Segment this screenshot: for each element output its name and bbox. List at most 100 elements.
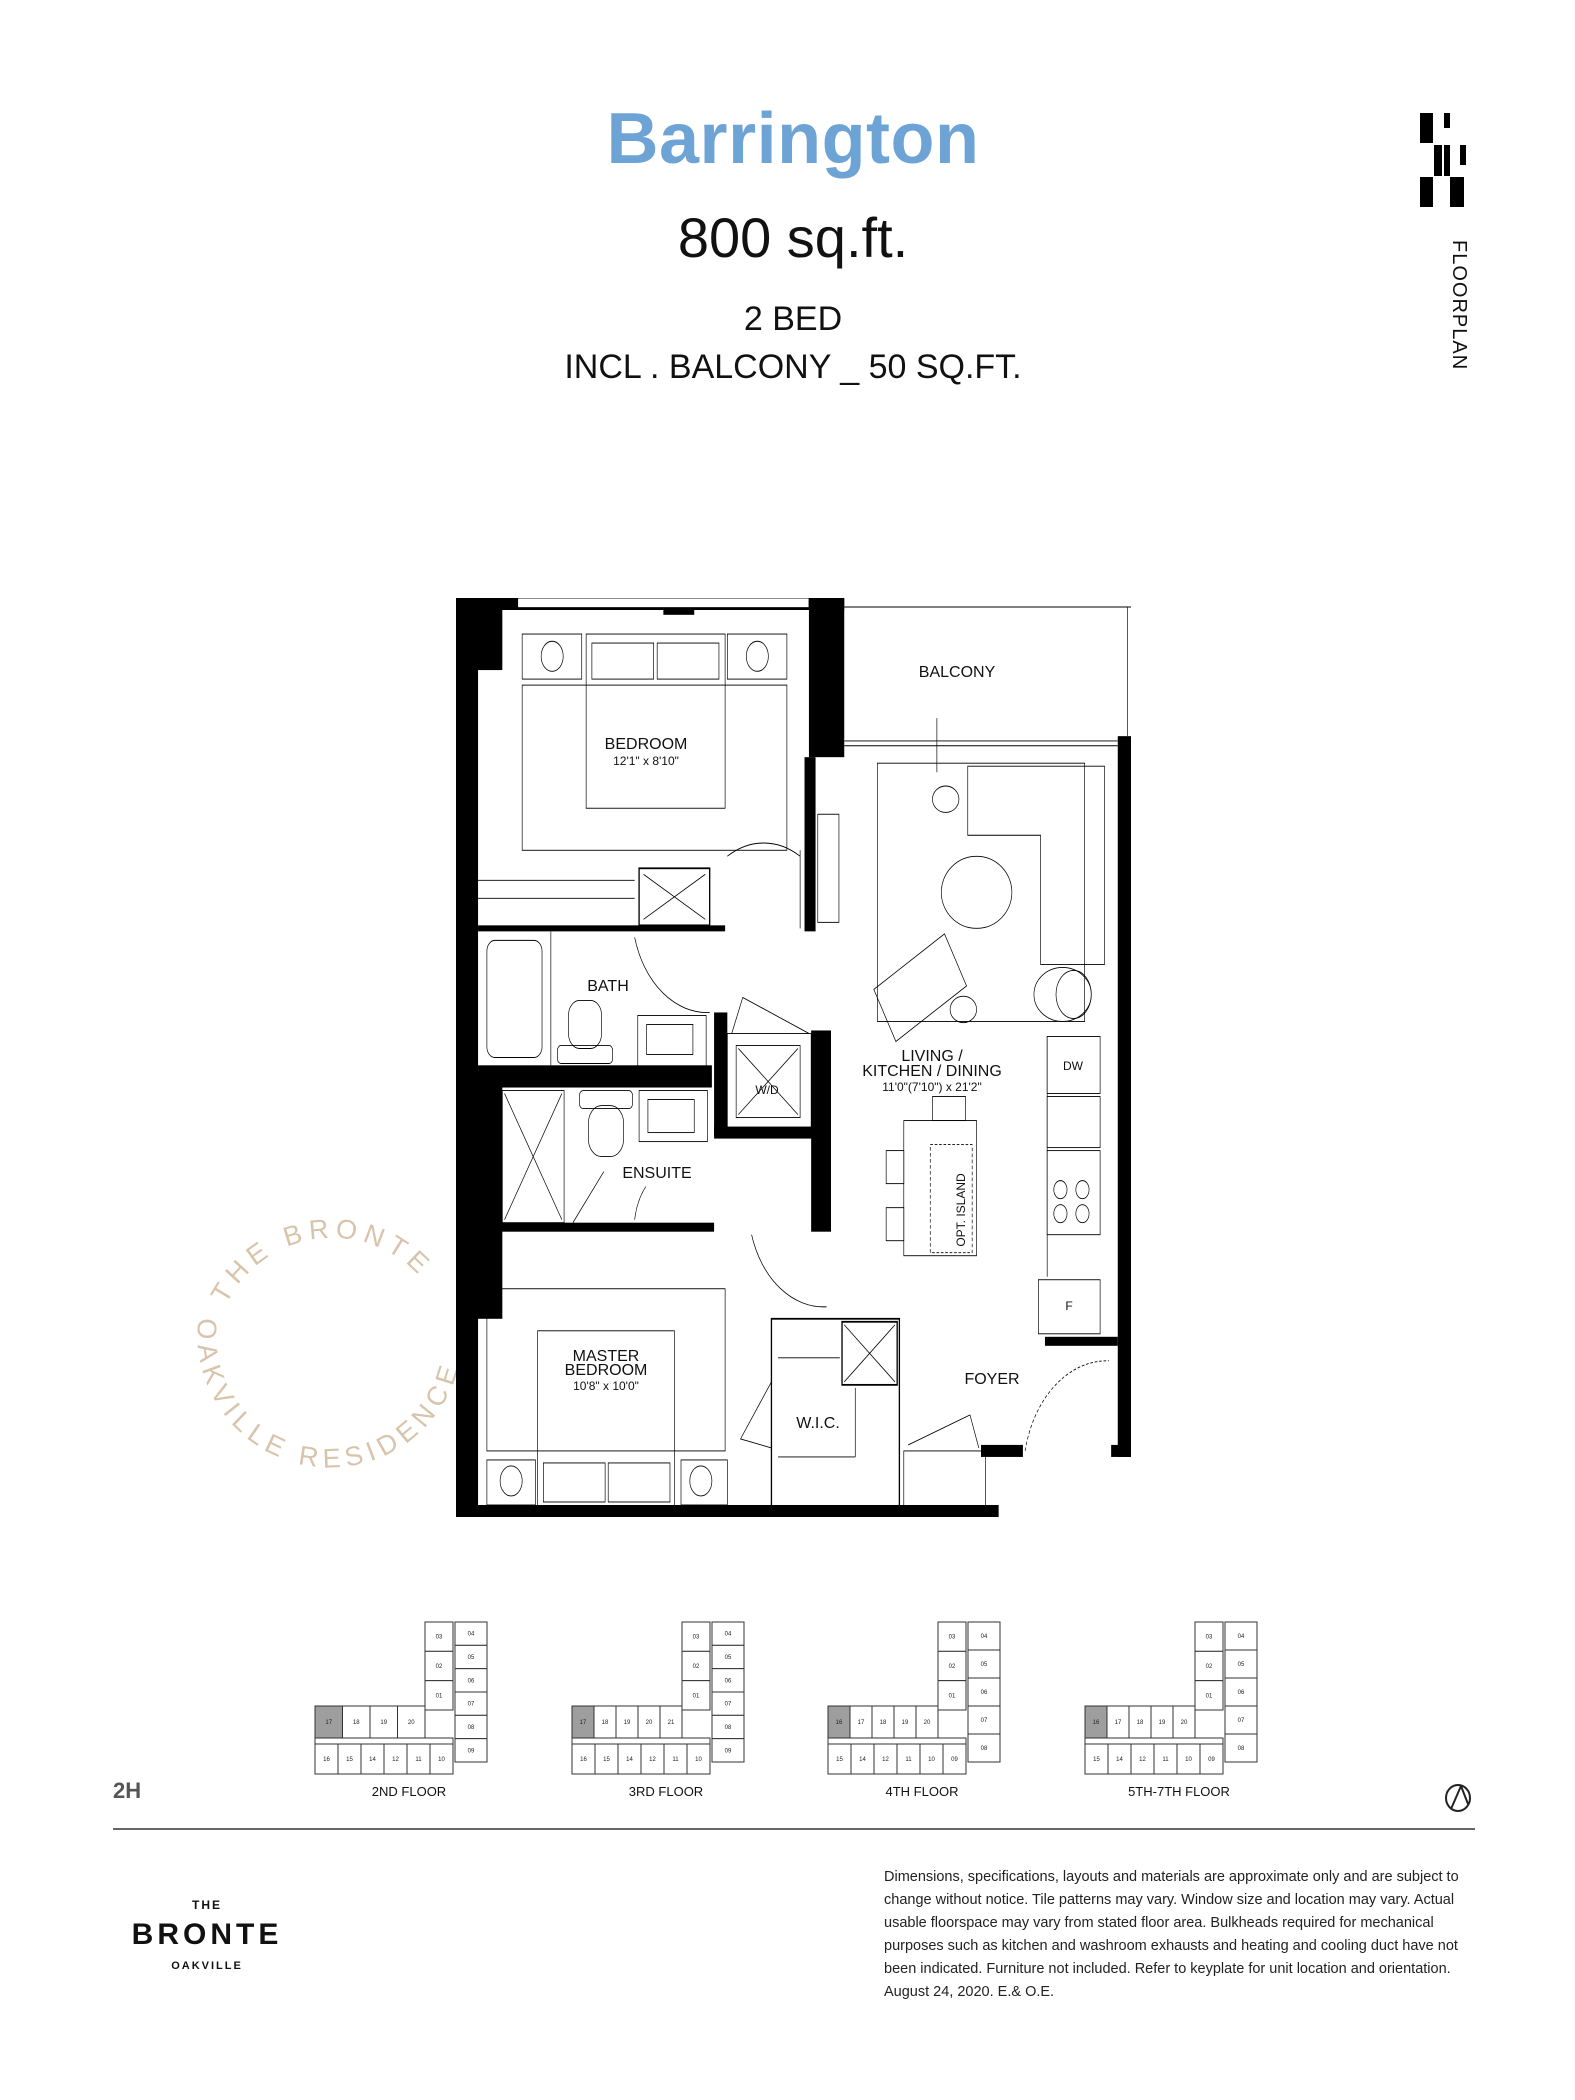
- keyplate-unit-number: 07: [725, 1702, 732, 1708]
- keyplate-unit-number: 09: [951, 1757, 958, 1763]
- balcony-note: INCL . BALCONY _ 50 SQ.FT.: [564, 348, 1022, 386]
- keyplate-unit-number: 17: [1115, 1720, 1122, 1726]
- bedroom-count: 2 BED: [743, 300, 843, 338]
- keyplate-unit-number: 11: [905, 1757, 912, 1763]
- keyplate-unit-number: 04: [468, 1632, 475, 1638]
- keyplate-unit-number: 03: [436, 1635, 443, 1641]
- keyplate-unit-number: 10: [1185, 1757, 1192, 1763]
- room-label-balcony: BALCONY: [918, 664, 996, 681]
- keyplate-unit-number: 18: [880, 1720, 887, 1726]
- watermark-seal: THE BRONTE OAKVILLE RESIDENCES: [160, 1170, 460, 1474]
- keyplate-unit-number: 02: [436, 1664, 443, 1670]
- keyplate-unit-number: 05: [981, 1662, 988, 1668]
- room-label-bedroom: BEDROOM: [604, 736, 688, 753]
- keyplate-unit-number: 17: [580, 1720, 587, 1726]
- keyplate-unit-number: 19: [624, 1720, 631, 1726]
- keyplate-unit: [397, 1705, 426, 1739]
- keyplate-unit-number: 09: [725, 1748, 732, 1754]
- keyplate-unit-number: 09: [468, 1748, 475, 1754]
- walls: [456, 598, 1131, 1517]
- room-label-foyer: FOYER: [964, 1371, 1020, 1388]
- keyplate-unit-number: 16: [1093, 1720, 1100, 1726]
- room-label-master: MASTER: [572, 1348, 640, 1365]
- keyplate-unit-number: 20: [924, 1720, 931, 1726]
- keyplate-unit-number: 18: [602, 1720, 609, 1726]
- disclaimer: Dimensions, specifications, layouts and …: [884, 1869, 1459, 2000]
- keyplate-unit-number: 15: [603, 1757, 610, 1763]
- keyplate-unit: [967, 1733, 1001, 1763]
- room-label-wic: W.I.C.: [796, 1415, 840, 1432]
- keyplate-unit: [967, 1677, 1001, 1707]
- keyplate-unit-number: 01: [1206, 1693, 1213, 1699]
- keyplate-unit-number: 03: [1206, 1635, 1213, 1641]
- logo-bronte: BRONTE: [131, 1918, 283, 1951]
- keyplate-unit-number: 01: [436, 1693, 443, 1699]
- keyplate-unit: [1224, 1649, 1258, 1679]
- keyplate-unit: [429, 1743, 454, 1775]
- keyplate-unit-number: 15: [836, 1757, 843, 1763]
- keyplate-unit-number: 14: [859, 1757, 866, 1763]
- keyplate-floor-label: 3RD FLOOR: [628, 1784, 704, 1799]
- keyplate-unit: [1224, 1705, 1258, 1735]
- logo-oakville: OAKVILLE: [171, 1960, 243, 1972]
- keyplate-unit: [967, 1649, 1001, 1679]
- keyplate-unit: [967, 1621, 1001, 1651]
- keyplate-unit: [454, 1738, 488, 1763]
- unit-name: Barrington: [606, 99, 980, 179]
- keyplate-unit-number: 19: [1159, 1720, 1166, 1726]
- room-label-living: LIVING /: [901, 1048, 963, 1065]
- keyplate-unit: [937, 1621, 967, 1652]
- keyplate-unit-number: 06: [981, 1690, 988, 1696]
- keyplate-unit-number: 08: [725, 1725, 732, 1731]
- keyplate-unit: [1199, 1743, 1224, 1775]
- label-dishwasher: DW: [1063, 1059, 1083, 1073]
- keyplate-floor-label: 5TH-7TH FLOOR: [1128, 1784, 1230, 1799]
- keyplate-unit-number: 15: [1093, 1757, 1100, 1763]
- keyplate-unit: [1194, 1680, 1224, 1711]
- keyplate-unit-number: 02: [949, 1664, 956, 1670]
- keyplate-unit-number: 16: [323, 1757, 330, 1763]
- keyplate-unit-number: 20: [646, 1720, 653, 1726]
- floorplan-side-label: FLOORPLAN: [1448, 240, 1470, 371]
- keyplate-unit: [937, 1680, 967, 1711]
- divider: [113, 1828, 1475, 1830]
- keyplate-unit-number: 07: [981, 1718, 988, 1724]
- keyplate-unit-number: 08: [1238, 1746, 1245, 1752]
- keyplate-unit-number: 09: [1208, 1757, 1215, 1763]
- keyplate-unit-number: 03: [949, 1635, 956, 1641]
- room-label-bath: BATH: [587, 978, 629, 995]
- keyplate-unit: [942, 1743, 967, 1775]
- keyplate-unit-number: 10: [438, 1757, 445, 1763]
- keyplate-unit-number: 05: [1238, 1662, 1245, 1668]
- keyplate-unit-number: 12: [882, 1757, 889, 1763]
- watermark-top-text: THE BRONTE: [205, 1213, 439, 1307]
- keyplate-unit-number: 03: [693, 1635, 700, 1641]
- keyplate-unit-number: 10: [928, 1757, 935, 1763]
- keyplate-unit-number: 14: [369, 1757, 376, 1763]
- keyplate-unit: [711, 1738, 745, 1763]
- keyplate-unit-number: 07: [468, 1702, 475, 1708]
- keyplate-unit-number: 20: [1181, 1720, 1188, 1726]
- keyplate-unit-number: 17: [325, 1720, 332, 1726]
- keyplate-unit-number: 06: [1238, 1690, 1245, 1696]
- keyplate-unit-number: 19: [380, 1720, 387, 1726]
- brand-mark-icon: [1420, 113, 1466, 207]
- label-optional-island: OPT. ISLAND: [954, 1173, 968, 1247]
- label-fridge: F: [1065, 1299, 1073, 1313]
- keyplate-unit-number: 06: [468, 1678, 475, 1684]
- keyplate-unit-number: 14: [1116, 1757, 1123, 1763]
- keyplate-unit-number: 18: [353, 1720, 360, 1726]
- room-label-ensuite: ENSUITE: [622, 1165, 692, 1182]
- keyplate-unit-number: 21: [668, 1720, 675, 1726]
- keyplate-unit-number: 08: [981, 1746, 988, 1752]
- keyplate-unit-number: 19: [902, 1720, 909, 1726]
- label-washer-dryer: W/D: [755, 1083, 779, 1097]
- room-dims-living: 11'0"(7'10") x 21'2": [882, 1080, 982, 1094]
- room-dims-bedroom: 12'1" x 8'10": [613, 754, 679, 768]
- keyplate-unit-number: 14: [626, 1757, 633, 1763]
- keyplate-unit-number: 05: [725, 1655, 732, 1661]
- keyplate-unit-number: 11: [1162, 1757, 1169, 1763]
